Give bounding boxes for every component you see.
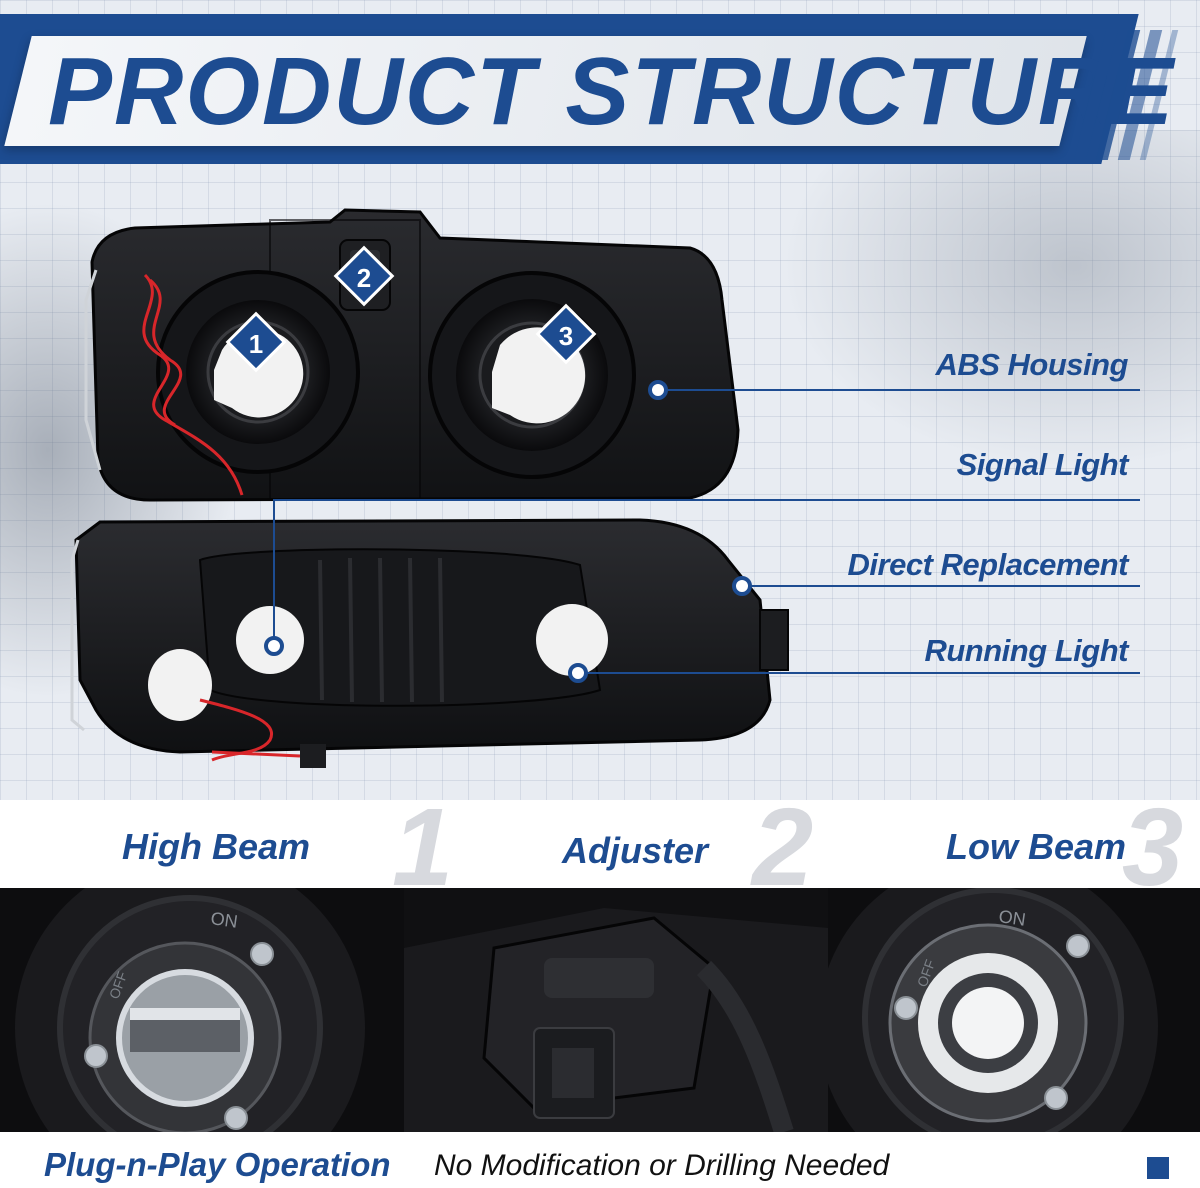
- photo-high-beam: ON OFF: [0, 888, 404, 1132]
- feature-number: 2: [752, 786, 814, 909]
- feature-label: Low Beam: [946, 826, 1127, 867]
- feature-row: 1 High Beam 2 Adjuster 3 Low Beam: [0, 793, 1200, 903]
- footer-subtitle: No Modification or Drilling Needed: [434, 1149, 890, 1182]
- svg-text:ON: ON: [997, 906, 1027, 930]
- feature-adjuster: 2 Adjuster: [400, 793, 813, 903]
- svg-text:2: 2: [357, 263, 371, 293]
- photo-adjuster: [404, 888, 828, 1132]
- detail-photos: ON OFF ON OFF: [0, 888, 1200, 1132]
- signal-housing: [70, 518, 789, 754]
- callout-direct-replacement: Direct Replacement: [847, 547, 1129, 582]
- footer-accent-square: [1147, 1157, 1169, 1179]
- dot-signal-light: [264, 636, 284, 656]
- dot-abs-housing: [648, 380, 668, 400]
- page-title: PRODUCT STRUCTURE: [48, 38, 1176, 145]
- wire-connector: [300, 744, 326, 768]
- svg-text:3: 3: [559, 321, 573, 351]
- lower-wiring: [199, 698, 301, 762]
- low-beam-socket: [428, 271, 636, 479]
- marker-2: 2: [333, 245, 395, 307]
- marker-3: 3: [535, 303, 597, 365]
- title-banner: PRODUCT STRUCTURE: [0, 0, 1200, 180]
- photo-low-beam: ON OFF: [828, 888, 1200, 1132]
- upper-wiring: [142, 273, 244, 496]
- callout-signal-light: Signal Light: [956, 447, 1129, 482]
- feature-high-beam: 1 High Beam: [0, 793, 453, 903]
- feature-label: Adjuster: [562, 830, 709, 871]
- callout-running-light: Running Light: [924, 633, 1128, 668]
- callout-abs-housing: ABS Housing: [935, 347, 1128, 382]
- footer-title: Plug-n-Play Operation: [44, 1146, 391, 1183]
- svg-text:ON: ON: [209, 908, 239, 932]
- feature-number: 3: [1122, 786, 1184, 909]
- callout-leaders: [273, 389, 1140, 674]
- headlight-assembly: 1 2 3: [70, 208, 1140, 768]
- feature-low-beam: 3 Low Beam: [800, 793, 1200, 903]
- marker-1: 1: [225, 311, 287, 373]
- dot-direct-replacement: [732, 576, 752, 596]
- svg-text:1: 1: [249, 329, 263, 359]
- background-car-shadow-right: [780, 130, 1200, 470]
- callout-dots: [264, 380, 752, 683]
- feature-number: 1: [392, 786, 454, 909]
- footer: Plug-n-Play Operation No Modification or…: [0, 1132, 1200, 1188]
- high-beam-socket: [156, 270, 360, 474]
- feature-label: High Beam: [122, 826, 311, 867]
- dot-running-light: [568, 663, 588, 683]
